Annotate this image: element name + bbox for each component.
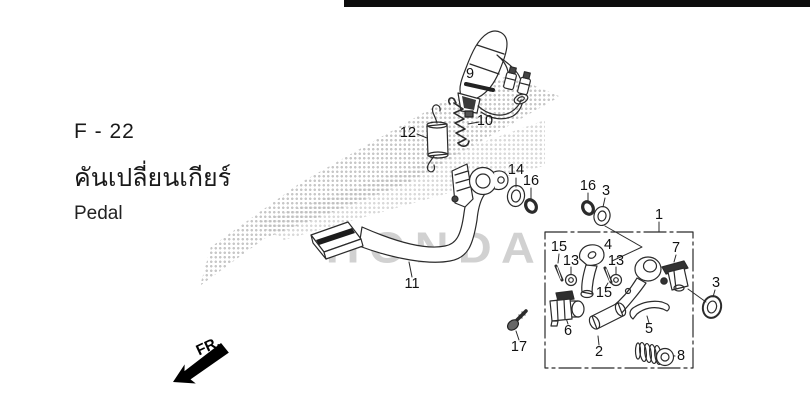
part-callout-1: 1 xyxy=(654,207,664,223)
part-17-bolt xyxy=(506,309,528,331)
part-15-pin-2 xyxy=(603,266,613,284)
part-10-spring xyxy=(447,97,470,147)
part-callout-3: 3 xyxy=(711,275,721,291)
part-callout-8: 8 xyxy=(676,348,686,364)
part-5-rod xyxy=(629,300,670,320)
part-6-switch xyxy=(549,290,585,327)
part-11-pedal xyxy=(310,163,509,263)
part-callout-3: 3 xyxy=(601,183,611,199)
part-15-pin xyxy=(554,264,564,282)
part-13-washer xyxy=(564,273,578,287)
part-callout-6: 6 xyxy=(563,323,573,339)
part-4-arm xyxy=(578,244,605,299)
part-callout-16: 16 xyxy=(522,173,540,189)
part-3-washer xyxy=(593,205,611,227)
part-callout-16: 16 xyxy=(579,178,597,194)
part-14-washer xyxy=(506,184,526,208)
part-callout-5: 5 xyxy=(644,321,654,337)
part-3-grommet xyxy=(701,295,723,319)
part-callout-4: 4 xyxy=(603,237,613,253)
part-callout-14: 14 xyxy=(507,162,525,178)
part-13-washer-2 xyxy=(609,273,623,287)
page-title-thai: คันเปลี่ยนเกียร์ xyxy=(74,164,232,192)
part-callout-7: 7 xyxy=(671,240,681,256)
part-16-oring-2 xyxy=(581,200,595,216)
part-callout-13: 13 xyxy=(607,253,625,269)
part-12-spring xyxy=(426,104,449,173)
assembly-box xyxy=(544,231,694,369)
page-title-english: Pedal xyxy=(74,203,123,224)
part-callout-13: 13 xyxy=(562,253,580,269)
part-9-switch-boot xyxy=(457,30,531,120)
part-16-oring xyxy=(524,198,538,214)
part-2-shift-arm xyxy=(588,256,662,330)
part-callout-12: 12 xyxy=(399,125,417,141)
part-7-clamp xyxy=(660,260,689,292)
fr-direction-arrow xyxy=(173,343,229,384)
part-8-spring-boot xyxy=(634,341,675,367)
part-callout-11: 11 xyxy=(404,276,420,292)
page-code: F - 22 xyxy=(74,120,135,143)
part-callout-17: 17 xyxy=(510,339,528,355)
part-callout-15: 15 xyxy=(595,285,613,301)
part-callout-2: 2 xyxy=(594,344,604,360)
part-callout-9: 9 xyxy=(465,66,475,82)
part-callout-15: 15 xyxy=(550,239,568,255)
top-partial-header-bar xyxy=(344,0,810,7)
part-callout-10: 10 xyxy=(476,113,494,129)
